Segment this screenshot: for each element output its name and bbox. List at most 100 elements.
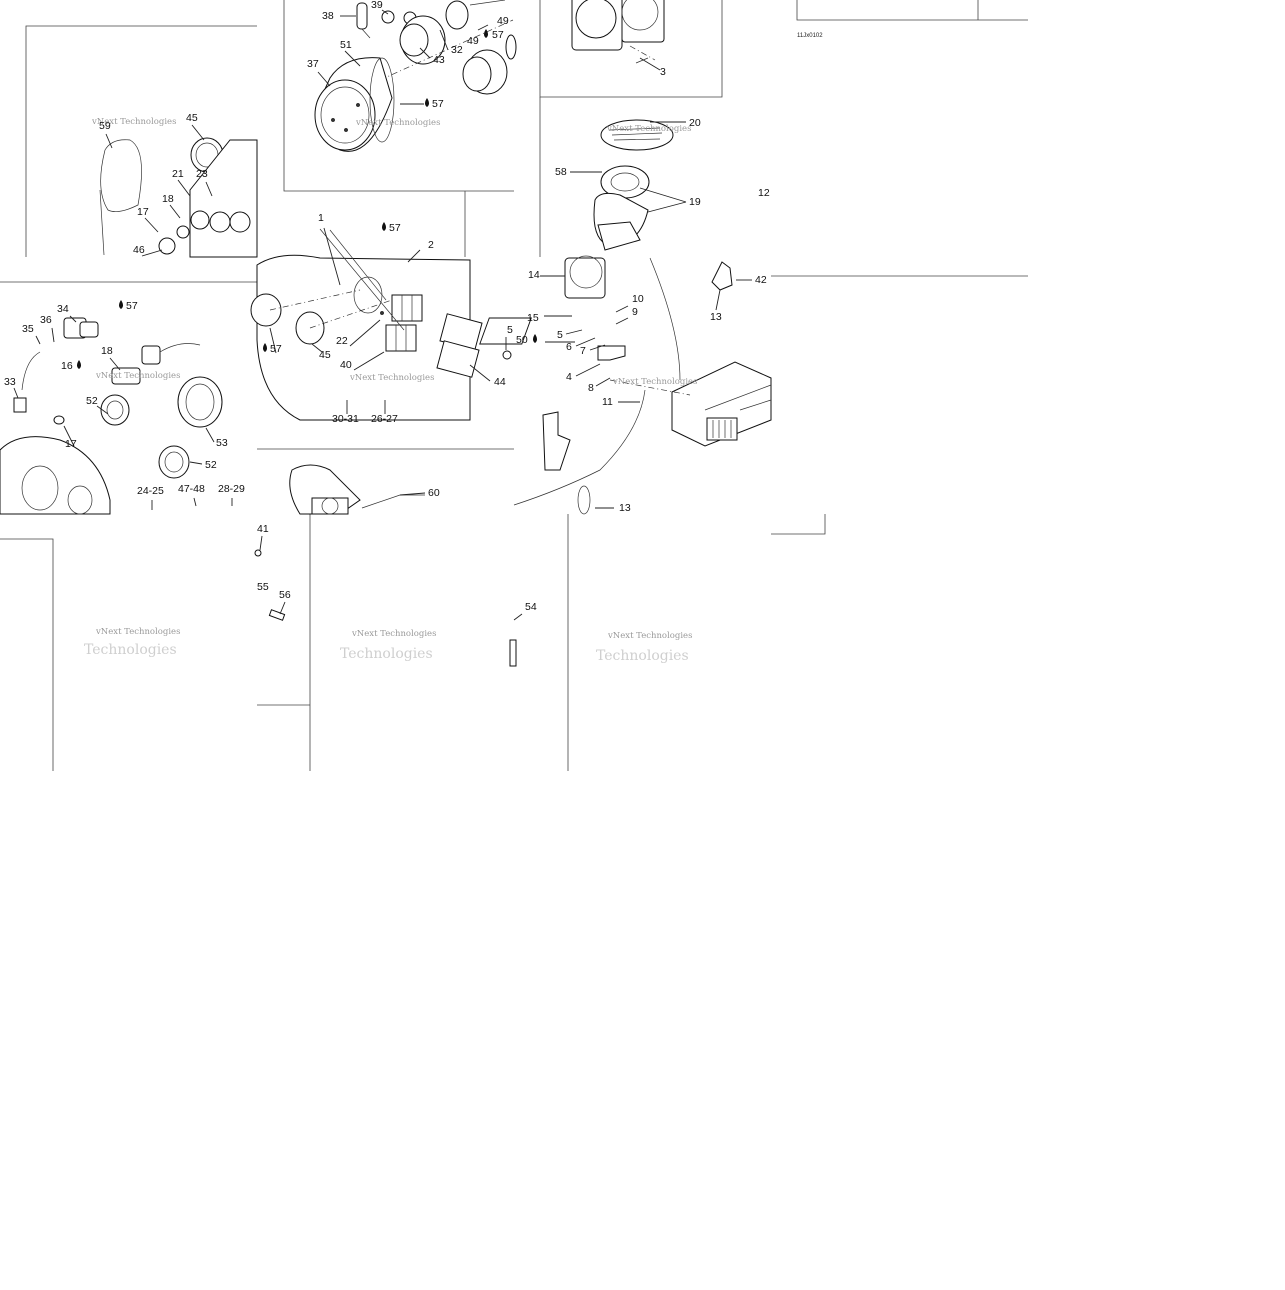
leader-line: [639, 57, 661, 71]
dash-panel: [250, 228, 512, 421]
callout-17a: 17: [137, 206, 149, 218]
callout-45b: 45: [319, 349, 331, 361]
callout-19: 19: [689, 196, 701, 208]
watermark: vNext Technologies: [355, 118, 440, 128]
callout-49b: 49: [467, 35, 479, 47]
lubricant-drop-icon: [533, 334, 537, 343]
callout-52a: 52: [86, 395, 98, 407]
leader-line: [69, 315, 77, 323]
leader-line: [439, 29, 449, 51]
leader-line: [51, 327, 55, 343]
tile-borders: [0, 0, 1028, 771]
leader-line: [353, 351, 385, 371]
lower-parts: [254, 464, 517, 667]
gauge-assembly: [314, 0, 517, 152]
leader-line: [35, 335, 41, 345]
callout-57c: 57: [389, 222, 401, 234]
callout-15: 15: [527, 312, 539, 324]
leader-line: [193, 497, 197, 507]
leader-line: [191, 124, 205, 141]
callout-56: 56: [279, 589, 291, 601]
leader-line: [575, 337, 596, 347]
callout-3031: 30-31: [332, 413, 359, 425]
leader-line: [269, 327, 277, 354]
lubricant-drop-icon: [382, 222, 386, 231]
leader-line: [317, 71, 331, 87]
watermark: vNext Technologies: [606, 124, 691, 134]
callout-2829: 28-29: [218, 483, 245, 495]
watermark: vNext Technologies: [349, 373, 434, 383]
leader-line: [344, 50, 361, 67]
callout-6: 6: [566, 341, 572, 353]
callout-34: 34: [57, 303, 69, 315]
callout-54: 54: [525, 601, 537, 613]
leader-line: [144, 217, 159, 233]
lubricant-drop-icon: [263, 343, 267, 352]
drawing-code: 11Jx0102: [797, 33, 823, 39]
callout-16: 16: [61, 360, 73, 372]
callout-32: 32: [451, 44, 463, 56]
leader-line: [419, 47, 431, 59]
switch-block-lower: [385, 324, 417, 352]
leader-line: [399, 492, 426, 496]
callout-12: 12: [758, 187, 770, 199]
leader-line: [615, 317, 629, 325]
callout-2425: 24-25: [137, 485, 164, 497]
callout-5a: 5: [507, 324, 513, 336]
callout-41: 41: [257, 523, 269, 535]
leader-line: [169, 204, 181, 219]
leader-line: [323, 227, 341, 286]
watermark: vNext Technologies: [612, 377, 697, 387]
callout-18b: 18: [101, 345, 113, 357]
callout-33: 33: [4, 376, 16, 388]
leader-line: [575, 363, 601, 377]
callout-38: 38: [322, 10, 334, 22]
callout-3: 3: [660, 66, 666, 78]
leader-line: [715, 289, 721, 311]
callout-40: 40: [340, 359, 352, 371]
callout-49a: 49: [497, 15, 509, 27]
callout-55: 55: [257, 581, 269, 593]
callout-9: 9: [632, 306, 638, 318]
callout-13b: 13: [619, 502, 631, 514]
leader-line: [105, 133, 113, 149]
switch-block-upper: [391, 294, 423, 322]
callout-59: 59: [99, 120, 111, 132]
callout-1: 1: [318, 212, 324, 224]
callout-2: 2: [428, 239, 434, 251]
callout-45a: 45: [186, 112, 198, 124]
callout-42: 42: [755, 274, 767, 286]
leader-line: [407, 249, 421, 263]
vent-parts: [564, 0, 674, 299]
callout-8: 8: [588, 382, 594, 394]
callout-18a: 18: [162, 193, 174, 205]
leader-line: [63, 425, 75, 447]
watermark: vNext Technologies: [91, 117, 176, 127]
leader-line: [177, 179, 191, 197]
callout-7: 7: [580, 345, 586, 357]
switch-panel: [99, 137, 258, 258]
leader-line: [279, 601, 286, 615]
callout-57b: 57: [432, 98, 444, 110]
watermark: vNext Technologies: [95, 371, 180, 381]
callout-4748: 47-48: [178, 483, 205, 495]
leader-line: [469, 364, 491, 382]
callout-57d: 57: [126, 300, 138, 312]
leader-line: [259, 535, 263, 551]
leader-line: [477, 24, 489, 31]
callout-21: 21: [172, 168, 184, 180]
watermark: Technologies: [596, 648, 689, 664]
leader-line: [513, 613, 523, 621]
callout-44: 44: [494, 376, 506, 388]
leader-line: [96, 405, 109, 415]
watermarks: vNext Technologies vNext Technologies vN…: [84, 117, 697, 664]
callout-46: 46: [133, 244, 145, 256]
watermark: Technologies: [340, 646, 433, 662]
callout-53: 53: [216, 437, 228, 449]
radio-assembly: [479, 257, 772, 515]
callout-39: 39: [371, 0, 383, 11]
callout-20: 20: [689, 117, 701, 129]
leader-line: [13, 387, 19, 399]
